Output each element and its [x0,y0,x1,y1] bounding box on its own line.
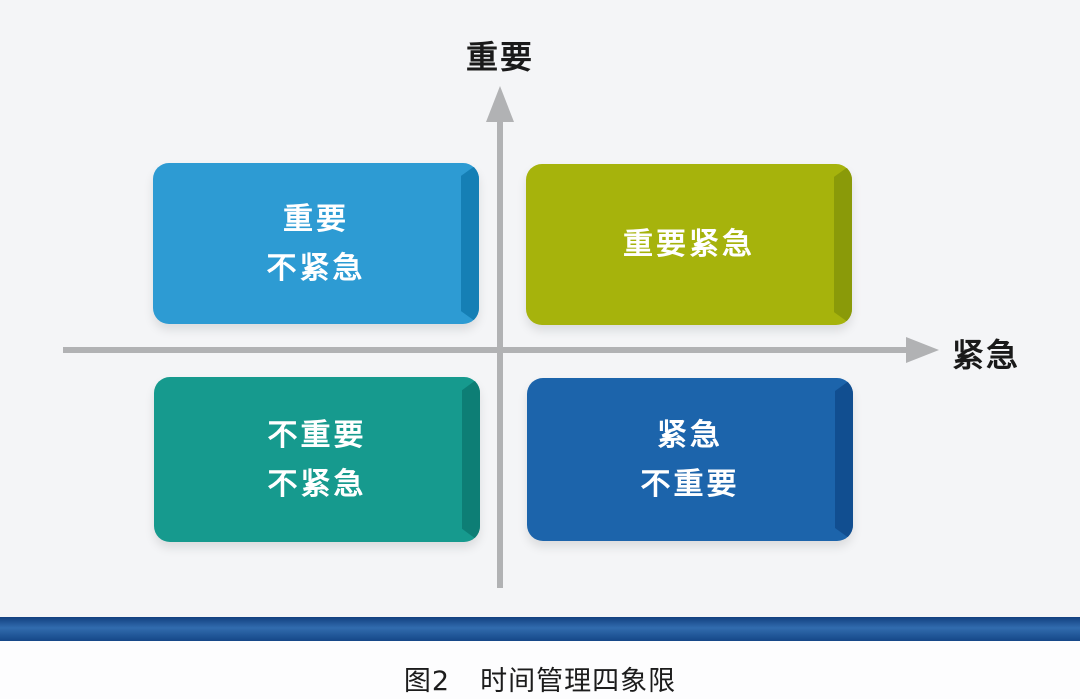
quadrant-label-line: 重要 [283,201,349,237]
quadrant-not-important-not-urgent: 不重要 不紧急 [154,377,480,542]
quadrant-label-line: 不重要 [267,417,367,453]
right-arrowhead-icon [906,337,939,363]
quadrant-label-line: 不紧急 [267,466,367,502]
divider-bar [0,617,1080,641]
figure-label: 图2 [403,666,451,697]
quadrant-label-line: 不重要 [640,466,740,502]
figure-title: 时间管理四象限 [480,666,677,697]
quadrant-urgent-not-important: 紧急 不重要 [527,378,853,541]
y-axis-label: 重要 [465,38,535,76]
up-arrowhead-icon [486,86,514,122]
x-axis-label: 紧急 [952,336,1021,374]
vertical-axis-line [497,118,503,588]
horizontal-axis-line [63,347,907,353]
quadrant-label-line: 不紧急 [266,250,366,286]
quadrant-label-line: 紧急 [657,417,723,453]
quadrant-important-not-urgent: 重要 不紧急 [153,163,479,324]
quadrant-important-urgent: 重要紧急 [526,164,852,325]
figure-caption: 图2 时间管理四象限 [0,659,1080,698]
quadrant-label-line: 重要紧急 [623,227,755,262]
caption-area [0,641,1080,699]
